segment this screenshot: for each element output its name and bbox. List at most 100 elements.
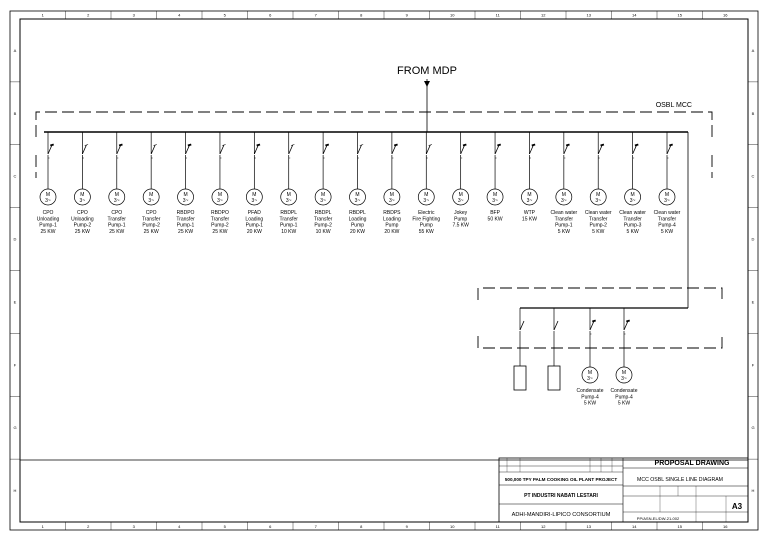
motor-icon: M3~ bbox=[349, 188, 366, 206]
motor-phase: 3~ bbox=[621, 376, 627, 382]
zone-row-label: F bbox=[752, 362, 755, 367]
feeder-label: Condensate bbox=[577, 388, 604, 394]
motor-icon: M3~ bbox=[280, 188, 298, 206]
motor-symbol: M bbox=[527, 192, 531, 198]
feeder-label: Unloading bbox=[37, 216, 60, 222]
motor-phase: 3~ bbox=[286, 198, 292, 204]
feeder-label: 5 KW bbox=[661, 229, 674, 235]
consortium-name: ADHI-MANDIRI-LIPICO CONSORTIUM bbox=[512, 512, 611, 518]
feeder-label: 20 KW bbox=[350, 229, 365, 235]
motor-icon: M3~ bbox=[589, 188, 607, 206]
feeder-label: Electric bbox=[418, 210, 435, 216]
motor-phase: 3~ bbox=[664, 198, 670, 204]
feeder-label: 10 KW bbox=[316, 229, 331, 235]
motor-phase: 3~ bbox=[389, 198, 395, 204]
feeder-label: 10 KW bbox=[281, 229, 296, 235]
motor-symbol: M bbox=[252, 192, 256, 198]
motor-symbol: M bbox=[665, 192, 669, 198]
motor-icon: M3~ bbox=[211, 188, 229, 206]
feeder-label: 5 KW bbox=[584, 401, 597, 407]
feeder-label: 50 KW bbox=[488, 216, 503, 222]
spare-enclosure-icon bbox=[547, 365, 561, 391]
zone-row-label: A bbox=[752, 48, 755, 53]
feeder-label: Pump-2 bbox=[589, 223, 607, 229]
zone-column-label: 10 bbox=[450, 524, 455, 529]
motor-symbol: M bbox=[46, 192, 50, 198]
feeder-label: Transfer bbox=[211, 216, 230, 222]
feeder-label: RBDPL bbox=[315, 210, 332, 216]
feeder-label: Pump-4 bbox=[581, 394, 599, 400]
zone-row-label: B bbox=[14, 111, 17, 116]
feeder-label: Pump-4 bbox=[615, 394, 633, 400]
zone-row-label: A bbox=[14, 48, 17, 53]
motor-icon: M3~ bbox=[142, 188, 160, 206]
feeder-label: CPO bbox=[146, 210, 157, 216]
motor-icon: M3~ bbox=[108, 188, 126, 206]
zone-row-label: H bbox=[752, 488, 755, 493]
zone-column-label: 9 bbox=[406, 524, 409, 529]
motor-icon: M3~ bbox=[452, 188, 470, 206]
zone-column-label: 7 bbox=[315, 13, 318, 18]
feeder-label: Clean water bbox=[550, 210, 577, 216]
motor-icon: M3~ bbox=[74, 188, 91, 206]
feeder-label: Jokey bbox=[454, 210, 468, 216]
zone-row-label: H bbox=[14, 488, 17, 493]
zone-column-label: 1 bbox=[42, 524, 45, 529]
motor-symbol: M bbox=[562, 192, 566, 198]
feeder-label: Pump bbox=[351, 223, 364, 229]
project-title: 500,000 TPY PALM COOKING OIL PLANT PROJE… bbox=[505, 477, 618, 482]
zone-column-label: 13 bbox=[587, 524, 592, 529]
motor-phase: 3~ bbox=[183, 198, 189, 204]
motor-symbol: M bbox=[355, 192, 359, 198]
motor-symbol: M bbox=[287, 192, 291, 198]
feeder-label: Pump bbox=[385, 223, 398, 229]
sub-panel-boundary bbox=[477, 287, 723, 349]
motor-symbol: M bbox=[80, 192, 84, 198]
zone-column-label: 3 bbox=[133, 524, 136, 529]
feeder-label: WTP bbox=[524, 210, 536, 216]
feeder-label: CPO bbox=[43, 210, 54, 216]
feeder-label: 5 KW bbox=[558, 229, 571, 235]
feeder-label: Transfer bbox=[176, 216, 195, 222]
feeder-label: Transfer bbox=[314, 216, 333, 222]
circuit-breaker-icon bbox=[150, 144, 157, 189]
zone-column-label: 11 bbox=[496, 524, 501, 529]
feeder-label: 25 KW bbox=[40, 229, 55, 235]
motor-icon: M3~ bbox=[39, 188, 57, 206]
client-name: PT INDUSTRI NABATI LESTARI bbox=[524, 493, 598, 499]
motor-phase: 3~ bbox=[423, 198, 429, 204]
circuit-breaker-icon bbox=[82, 144, 89, 189]
motor-symbol: M bbox=[424, 192, 428, 198]
zone-column-label: 15 bbox=[678, 13, 683, 18]
zone-column-label: 16 bbox=[723, 524, 728, 529]
motor-icon: M3~ bbox=[314, 188, 332, 206]
feeder-label: Transfer bbox=[555, 216, 574, 222]
motor-symbol: M bbox=[183, 192, 187, 198]
spare-enclosure-icon bbox=[513, 365, 527, 391]
feeder-label: 25 KW bbox=[178, 229, 193, 235]
motor-phase: 3~ bbox=[561, 198, 567, 204]
outer-border bbox=[9, 10, 759, 531]
circuit-breaker-icon bbox=[589, 319, 596, 367]
feeder-label: 7.5 KW bbox=[452, 223, 469, 229]
feeder-label: Pump-1 bbox=[39, 223, 57, 229]
feeder-label: Pump-1 bbox=[555, 223, 573, 229]
zone-column-label: 8 bbox=[360, 524, 363, 529]
circuit-breaker-icon bbox=[425, 144, 433, 189]
zone-column-label: 4 bbox=[178, 524, 181, 529]
circuit-breaker-icon bbox=[529, 143, 536, 189]
motor-symbol: M bbox=[588, 370, 592, 376]
